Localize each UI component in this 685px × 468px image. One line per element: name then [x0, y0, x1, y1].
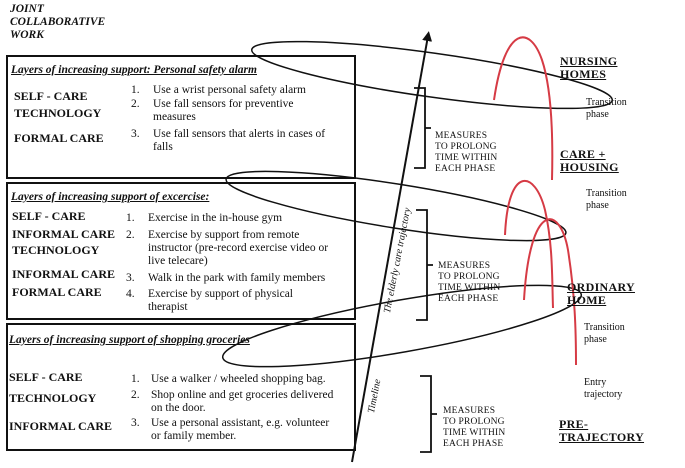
- phase-care-housing: CARE + HOUSING: [560, 147, 619, 174]
- phase-ordinary-home: ORDINARY HOME: [567, 280, 635, 307]
- role-label: TECHNOLOGY: [9, 391, 97, 405]
- role-label: SELF - CARE: [12, 209, 86, 223]
- item-number: 1.: [126, 212, 135, 224]
- support-item: Exercise in the in-house gym: [148, 212, 283, 224]
- item-number: 3.: [126, 272, 135, 284]
- box-title-exercise: Layers of increasing support of excercis…: [11, 191, 210, 203]
- measures-label: MEASURES TO PROLONG TIME WITHIN EACH PHA…: [438, 261, 501, 304]
- entry-label: Entry trajectory: [584, 377, 623, 400]
- transition-label: Transition phase: [584, 322, 625, 345]
- item-number: 3.: [131, 417, 140, 429]
- item-number: 4.: [126, 288, 135, 300]
- role-label: INFORMAL CARE: [12, 267, 116, 281]
- transition-ellipse: [221, 284, 583, 368]
- support-item: Use fall sensors that alerts in cases of…: [153, 128, 326, 153]
- phase-pre-trajectory: PRE- TRAJECTORY: [559, 417, 645, 444]
- support-item: Exercise by support from remote instruct…: [148, 229, 329, 267]
- role-label: INFORMAL CARE: [12, 227, 116, 241]
- transition-label: Transition phase: [586, 188, 627, 211]
- transition-arch: [523, 218, 577, 366]
- support-item: Walk in the park with family members: [148, 272, 326, 284]
- item-number: 2.: [131, 389, 140, 401]
- item-number: 1.: [131, 373, 140, 385]
- transition-arch: [504, 180, 554, 309]
- role-label: SELF - CARE: [14, 89, 88, 103]
- item-number: 1.: [131, 84, 140, 96]
- role-label: FORMAL CARE: [12, 285, 102, 299]
- phase-bracket: [416, 209, 433, 321]
- timeline-arrow: [351, 31, 433, 463]
- role-label: SELF - CARE: [9, 370, 83, 384]
- measures-label: MEASURES TO PROLONG TIME WITHIN EACH PHA…: [435, 131, 498, 174]
- support-item: Use fall sensors for preventive measures: [153, 98, 294, 123]
- phase-nursing-homes: NURSING HOMES: [560, 54, 618, 81]
- support-box-shopping: [6, 323, 356, 451]
- item-number: 3.: [131, 128, 140, 140]
- role-label: TECHNOLOGY: [12, 243, 100, 257]
- support-item: Exercise by support of physical therapis…: [148, 288, 293, 313]
- transition-ellipse: [225, 170, 567, 242]
- phase-bracket: [414, 87, 431, 169]
- role-label: TECHNOLOGY: [14, 106, 102, 120]
- transition-arch: [493, 36, 554, 181]
- box-title-safety-alarm: Layers of increasing support: Personal s…: [11, 64, 257, 76]
- measures-label: MEASURES TO PROLONG TIME WITHIN EACH PHA…: [443, 406, 506, 449]
- role-label: INFORMAL CARE: [9, 419, 113, 433]
- support-box-safety-alarm: [6, 55, 356, 179]
- support-item: Use a personal assistant, e.g. volunteer…: [151, 417, 330, 442]
- support-box-exercise: [6, 182, 356, 320]
- item-number: 2.: [126, 229, 135, 241]
- box-title-shopping: Layers of increasing support of shopping…: [9, 334, 250, 346]
- transition-label: Transition phase: [586, 97, 627, 120]
- support-item: Use a wrist personal safety alarm: [153, 84, 306, 96]
- support-item: Shop online and get groceries delivered …: [151, 389, 334, 414]
- diagram-header: JOINT COLLABORATIVE WORK: [10, 3, 106, 41]
- phase-bracket: [420, 375, 437, 453]
- role-label: FORMAL CARE: [14, 131, 104, 145]
- item-number: 2.: [131, 98, 140, 110]
- support-item: Use a walker / wheeled shopping bag.: [151, 373, 326, 385]
- transition-ellipse: [250, 40, 614, 110]
